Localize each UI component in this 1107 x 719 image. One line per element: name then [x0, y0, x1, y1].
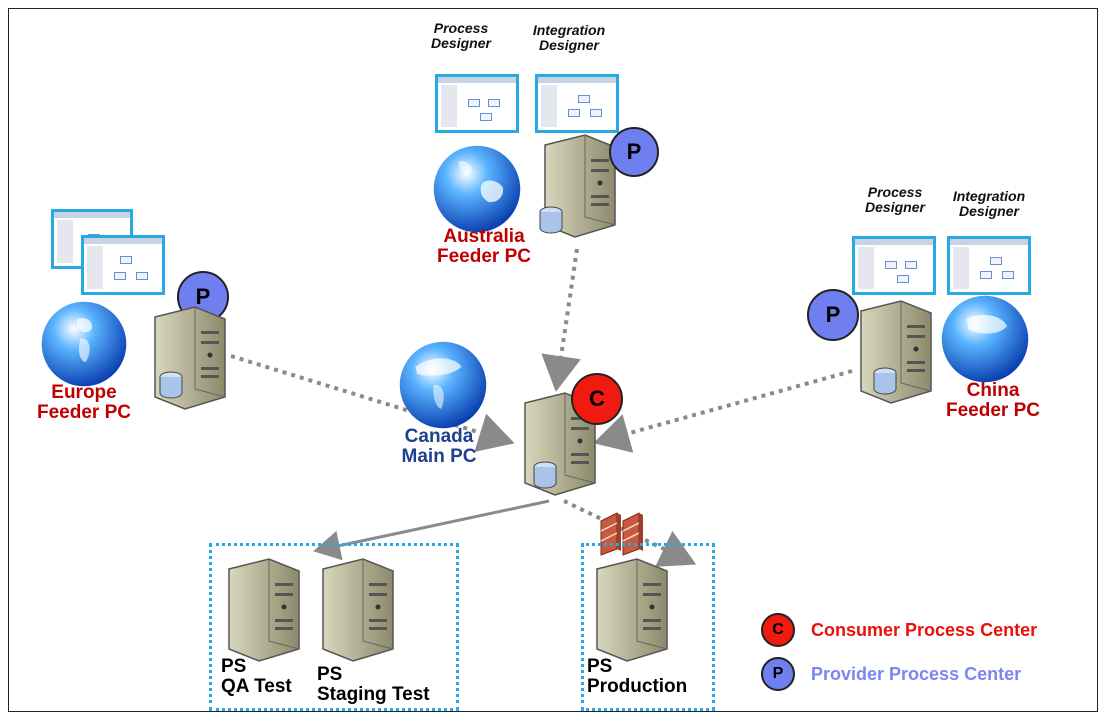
arrow-canada-to-test — [313, 499, 550, 561]
europe-designer-screenshot-front — [81, 235, 165, 295]
provider-badge-icon: P — [761, 657, 795, 691]
europe-database-icon — [159, 371, 183, 399]
china-integration-designer-label: Integration Designer — [952, 188, 1026, 219]
arrow-australia-to-canada — [541, 248, 581, 392]
australia-integration-designer-label: Integration Designer — [532, 22, 606, 53]
legend-provider: P Provider Process Center — [761, 657, 1091, 691]
australia-process-designer-screenshot — [435, 74, 519, 133]
australia-database-icon — [539, 206, 563, 234]
australia-integration-designer-screenshot — [535, 74, 619, 133]
australia-process-designer-label: Process Designer — [431, 20, 491, 51]
china-process-designer-screenshot — [852, 236, 936, 295]
legend-consumer: C Consumer Process Center — [761, 613, 1091, 647]
arrow-europe-to-canada — [230, 354, 515, 452]
china-database-icon — [873, 367, 897, 395]
legend: C Consumer Process Center P Provider Pro… — [761, 613, 1091, 691]
china-globe-icon — [941, 295, 1029, 383]
legend-provider-label: Provider Process Center — [811, 663, 1022, 684]
qa-test-server-icon — [228, 558, 300, 662]
arrow-china-to-canada — [593, 369, 853, 453]
connectors — [230, 248, 853, 567]
china-process-designer-label: Process Designer — [865, 184, 925, 215]
china-integration-designer-screenshot — [947, 236, 1031, 295]
production-server-icon — [596, 558, 668, 662]
test-environments-group — [209, 543, 459, 711]
canada-globe-icon — [399, 341, 487, 429]
legend-consumer-label: Consumer Process Center — [811, 619, 1038, 640]
australia-globe-icon — [433, 145, 521, 233]
europe-globe-icon — [41, 301, 127, 387]
canada-consumer-badge: C — [571, 373, 623, 425]
canada-database-icon — [533, 461, 557, 489]
production-environment-group — [581, 543, 715, 711]
staging-test-server-icon — [322, 558, 394, 662]
consumer-badge-icon: C — [761, 613, 795, 647]
australia-provider-badge: P — [609, 127, 659, 177]
diagram-frame: Process Designer Integration Designer P … — [8, 8, 1098, 712]
china-provider-badge: P — [807, 289, 859, 341]
